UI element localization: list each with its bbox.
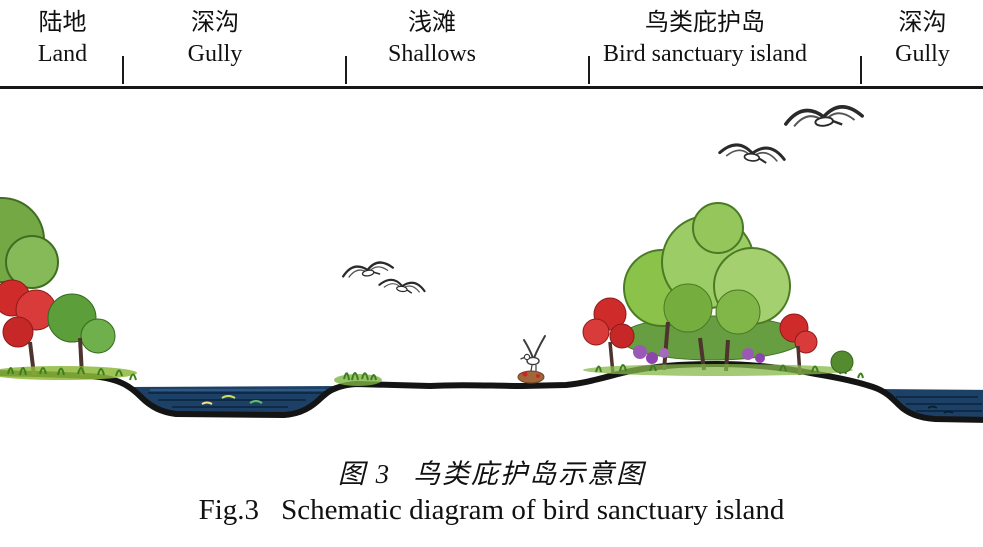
zone-label-gully-right: 深沟 Gully — [865, 8, 980, 69]
figure-number-zh: 图 3 — [337, 459, 392, 489]
figure-title-en: Schematic diagram of bird sanctuary isla… — [281, 494, 785, 526]
zone-island-zh: 鸟类庇护岛 — [645, 10, 765, 36]
gull-icon — [340, 259, 395, 282]
zone-tick — [345, 56, 347, 84]
gull-icon — [782, 103, 865, 133]
fish-squiggle — [201, 401, 213, 405]
fish-squiggle — [221, 395, 236, 399]
zone-label-island: 鸟类庇护岛 Bird sanctuary island — [580, 8, 830, 69]
zone-island-en: Bird sanctuary island — [603, 41, 807, 67]
zone-shallows-zh: 浅滩 — [408, 10, 456, 36]
figure-caption-en: Fig.3 Schematic diagram of bird sanctuary… — [0, 494, 983, 527]
flower-cluster — [742, 348, 754, 360]
zone-gully-left-zh: 深沟 — [191, 10, 239, 36]
zone-tick — [860, 56, 862, 84]
zone-label-land: 陆地 Land — [5, 8, 120, 69]
land-vegetation — [0, 197, 137, 381]
zone-tick — [122, 56, 124, 84]
zone-label-gully-left: 深沟 Gully — [140, 8, 290, 69]
flower-cluster — [755, 353, 765, 363]
gull-icon — [717, 141, 787, 167]
fish-squiggle — [249, 400, 263, 404]
figure-number-en: Fig.3 — [198, 494, 260, 526]
figure-title-zh: 鸟类庇护岛示意图 — [413, 459, 646, 489]
zone-gully-left-en: Gully — [187, 41, 243, 67]
gully-water-right — [882, 389, 983, 421]
flower-cluster — [646, 352, 658, 364]
flower-cluster — [659, 348, 669, 358]
zone-land-zh: 陆地 — [38, 10, 87, 36]
ground-profile — [0, 360, 983, 423]
header-rule — [0, 86, 983, 89]
zone-tick — [588, 56, 590, 84]
cross-section-illustration — [0, 103, 983, 423]
zone-gully-right-zh: 深沟 — [898, 10, 947, 36]
gully-water-left — [127, 386, 340, 413]
zone-shallows-en: Shallows — [387, 41, 476, 67]
gull-icon — [377, 277, 427, 296]
island-vegetation — [582, 202, 864, 379]
zone-label-shallows: 浅滩 Shallows — [347, 8, 517, 69]
zone-gully-right-en: Gully — [895, 41, 950, 67]
standing-gull-icon — [520, 335, 546, 372]
shore-rock — [517, 370, 545, 384]
flower-cluster — [633, 345, 647, 359]
bank-grass — [334, 372, 382, 386]
zone-land-en: Land — [37, 41, 88, 67]
figure-caption-zh: 图 3 鸟类庇护岛示意图 — [0, 452, 983, 491]
